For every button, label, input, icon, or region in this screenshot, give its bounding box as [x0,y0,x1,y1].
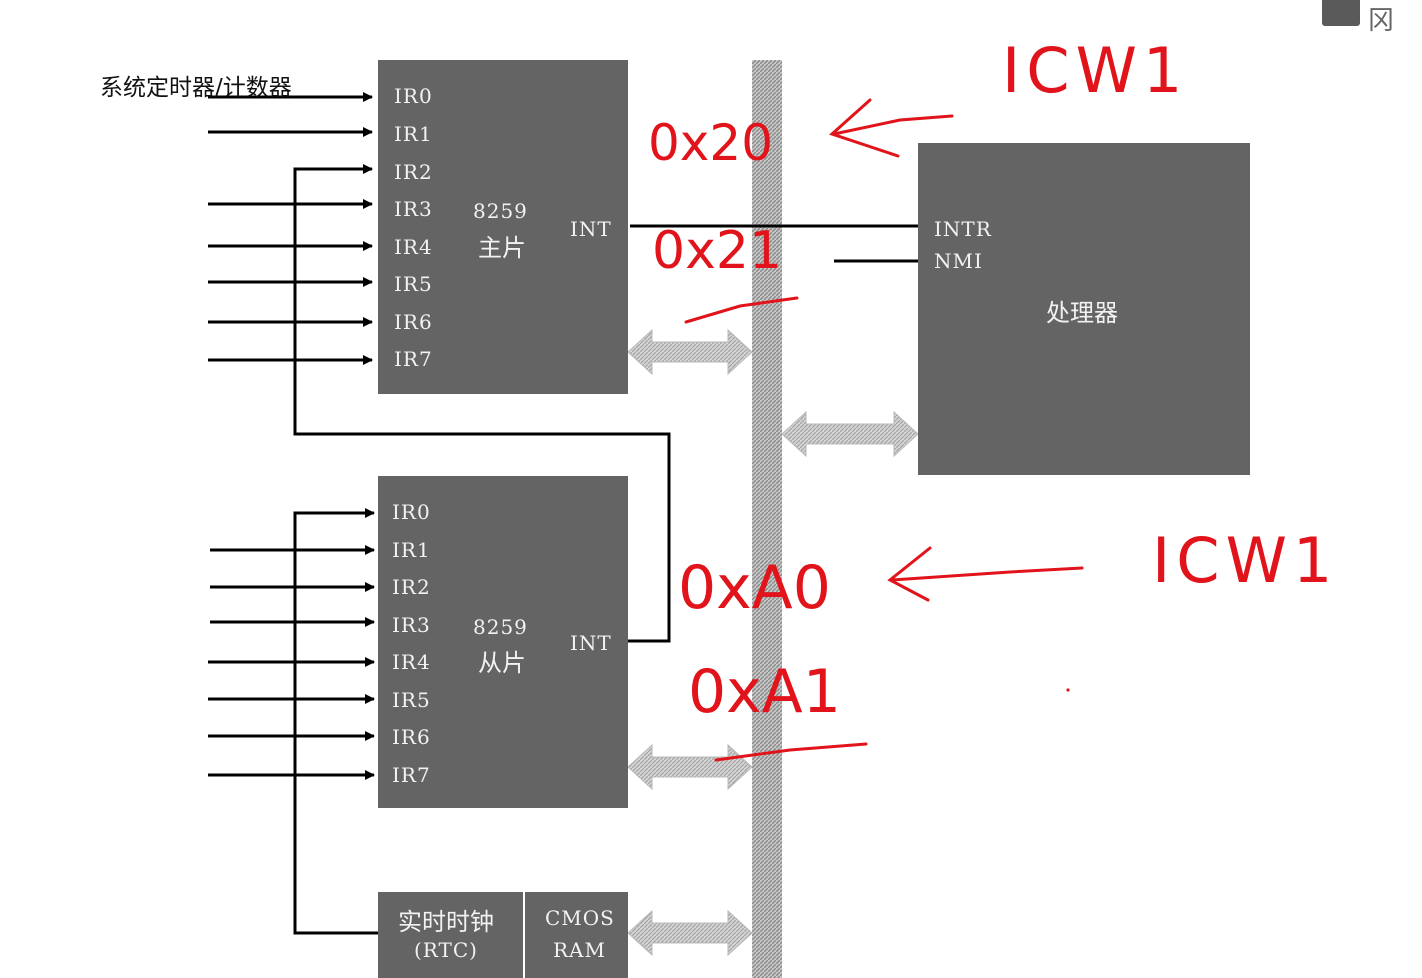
nmi-label: NMI [934,249,983,273]
rtc-block: 实时时钟 (RTC) [378,892,523,978]
annotation-port-0x21: 0x21 [652,221,782,281]
slave-ir7-label: IR7 [392,763,431,787]
slave-chip-role: 从片 [478,649,526,677]
processor-name: 处理器 [1046,299,1118,327]
notebook-icon[interactable] [1322,0,1360,26]
master-ir7-label: IR7 [394,347,433,371]
top-right-text: 冈 [1368,6,1395,36]
master-chip-name: 8259 [473,199,528,223]
processor-block: INTR NMI 处理器 [918,143,1250,475]
slave-ir5-label: IR5 [392,688,431,712]
annotation-underline-top [684,296,799,324]
annotation-port-0x20: 0x20 [648,114,773,172]
processor-bus-arrow [781,410,919,458]
annotation-port-0xA1: 0xA1 [688,657,841,727]
handwritten-annotations: 0x20 0x21 0xA0 0xA1 ICW1 ICW1 [648,34,1338,762]
rtc-abbr: (RTC) [414,938,478,962]
master-ir-arrows [208,92,373,365]
annotation-port-0xA0: 0xA0 [678,553,831,623]
master-ir4-label: IR4 [394,235,433,259]
master-ir3-label: IR3 [394,197,433,221]
rtc-name: 实时时钟 [398,908,494,936]
master-int-label: INT [570,217,612,241]
master-bus-arrow [627,328,753,376]
annotation-arrow-bottom [887,546,1084,602]
slave-8259-chip: IR0 IR1 IR2 IR3 IR4 IR5 IR6 IR7 8259 从片 … [378,476,628,808]
slave-ir2-label: IR2 [392,575,431,599]
master-ir2-label: IR2 [394,160,433,184]
annotation-arrow-top [829,98,954,158]
cascade-line [293,164,671,643]
system-timer-label: 系统定时器/计数器 [100,75,292,101]
cmos-label: CMOS [545,906,615,930]
slave-chip-name: 8259 [473,615,528,639]
notebook-icon-area[interactable]: 冈 [1322,0,1394,37]
master-chip-role: 主片 [478,234,526,262]
slave-ir4-label: IR4 [392,650,431,674]
master-8259-chip: IR0 IR1 IR2 IR3 IR4 IR5 IR6 IR7 8259 主片 … [378,60,628,394]
slave-ir-arrows [208,545,375,780]
master-ir0-label: IR0 [394,84,433,108]
slave-bus-arrow [627,743,753,791]
rtc-irq-line [293,508,378,935]
master-ir6-label: IR6 [394,310,433,334]
slave-ir3-label: IR3 [392,613,431,637]
intr-label: INTR [934,217,992,241]
master-ir5-label: IR5 [394,272,433,296]
slave-ir1-label: IR1 [392,538,431,562]
cmos-ram-block: CMOS RAM [525,892,628,978]
slave-int-label: INT [570,631,612,655]
annotation-icw1-bottom: ICW1 [1152,524,1338,597]
ram-label: RAM [553,938,606,962]
annotation-icw1-top: ICW1 [1002,34,1188,107]
rtc-bus-arrow [627,909,753,957]
system-bus [752,60,782,978]
annotation-underline-bottom [714,742,868,762]
slave-ir6-label: IR6 [392,725,431,749]
slave-ir0-label: IR0 [392,500,431,524]
master-ir1-label: IR1 [394,122,433,146]
